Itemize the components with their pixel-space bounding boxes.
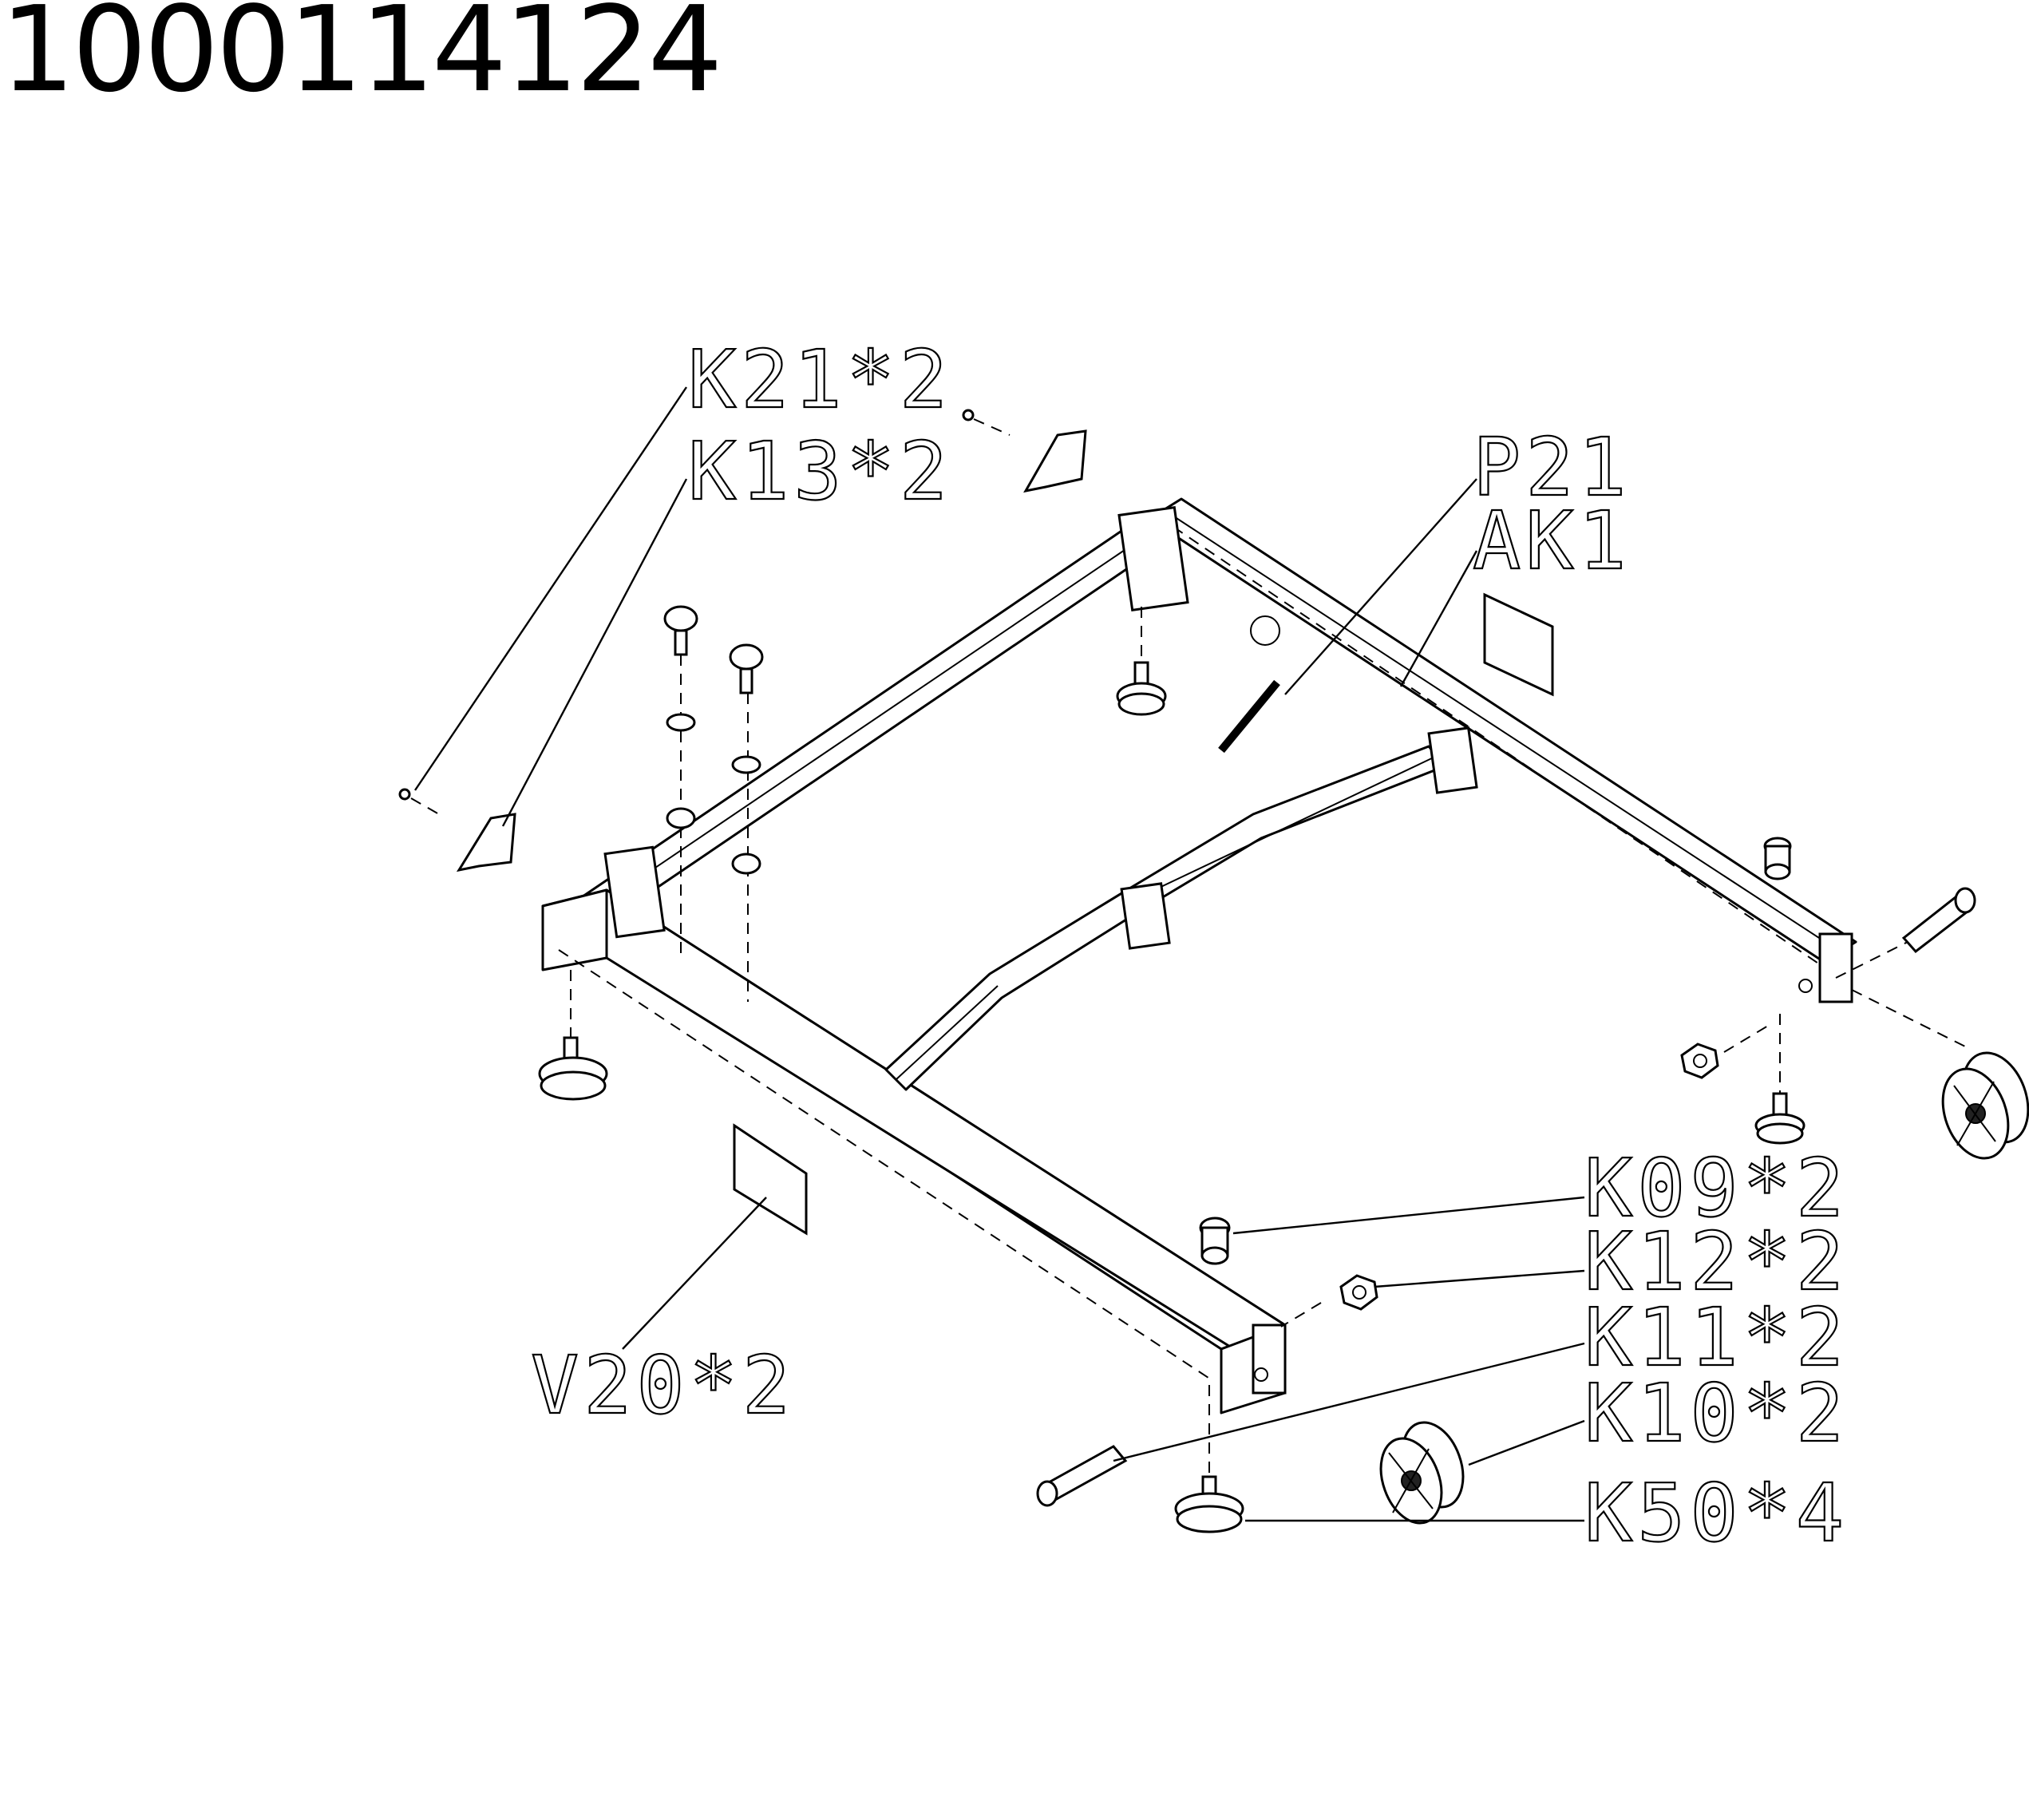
- card-ak1: [1483, 592, 1554, 697]
- clip-k13-left: [456, 813, 516, 872]
- base-frame: [541, 497, 1857, 1414]
- label-k11: K11*2: [1584, 1291, 1849, 1384]
- screw-k21-top: [962, 409, 975, 421]
- wheel-front: [1379, 1421, 1465, 1525]
- bracket-right: [1427, 726, 1478, 794]
- label-k12: K12*2: [1584, 1215, 1849, 1308]
- foot-right: [1754, 1014, 1806, 1145]
- screw-k21-left: [398, 788, 411, 801]
- label-k13: K13*2: [688, 425, 952, 518]
- label-k21: K21*2: [688, 333, 952, 426]
- label-ak1: AK1: [1473, 494, 1632, 588]
- label-k09: K09*2: [1584, 1141, 1849, 1235]
- label-k50: K50*4: [1584, 1466, 1849, 1560]
- wheel-assembly-parts: [733, 592, 2029, 1525]
- bracket-front-right: [1252, 1323, 1287, 1395]
- part-labels: K21*2 K13*2 P21 AK1 K09*2 K12*2 K11*2 K1…: [530, 332, 1849, 1561]
- leveling-feet: [538, 607, 1806, 1533]
- bolts-and-washers: [663, 605, 764, 1002]
- document-number: 1000114124: [0, 0, 723, 118]
- label-p21: P21: [1473, 421, 1632, 514]
- bracket-rear-right: [1818, 932, 1853, 1003]
- bracket-back: [1117, 506, 1189, 611]
- clips: [398, 409, 1087, 872]
- rod-p21: [1218, 679, 1280, 754]
- card-v20: [733, 1123, 808, 1236]
- label-k10: K10*2: [1584, 1367, 1849, 1460]
- clip-k13-top: [1023, 429, 1087, 493]
- foot-front: [1174, 1385, 1244, 1533]
- foot-back: [1116, 607, 1167, 716]
- label-v20: V20*2: [531, 1339, 795, 1432]
- foot-left: [538, 970, 608, 1101]
- bracket-front-left: [603, 845, 666, 939]
- wheel-rear: [1941, 1051, 2029, 1160]
- leader-lines: [414, 386, 1585, 1522]
- bracket-mid: [1120, 882, 1171, 950]
